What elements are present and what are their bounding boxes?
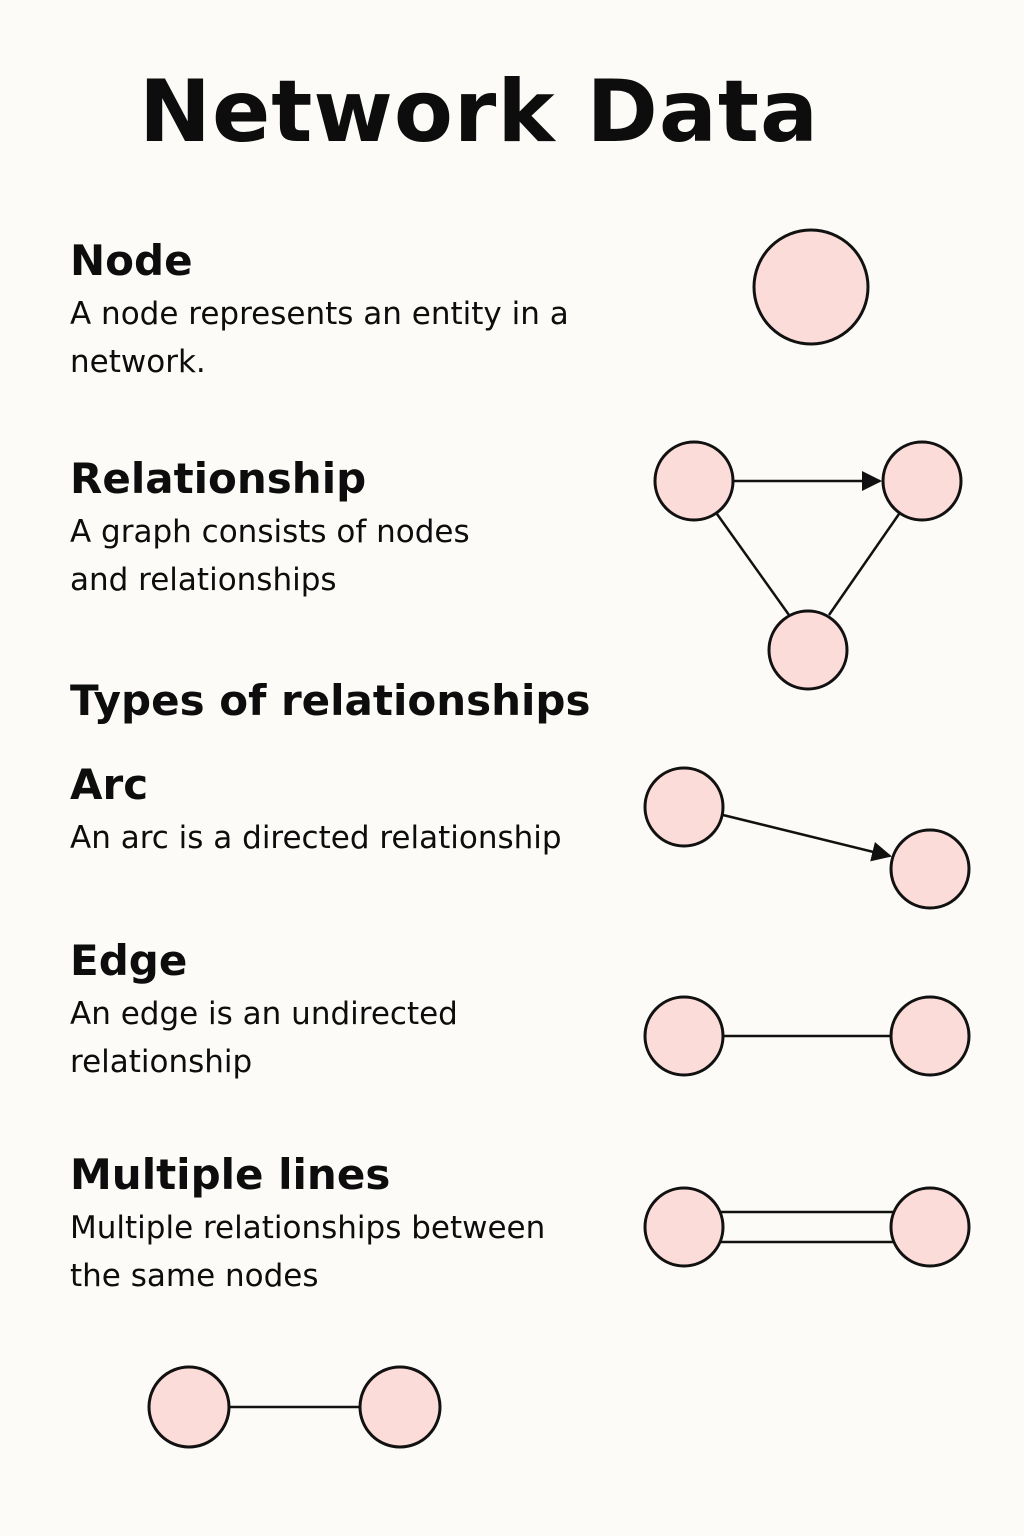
node-circle [889,1186,971,1268]
node-circle [752,228,870,346]
types-section: Types of relationships [70,676,630,726]
bottom-edge-diagram [147,1365,442,1449]
node-circle [653,440,735,522]
relationship-diagram [653,440,963,691]
edge-description: An edge is an undirected relationship [70,996,458,1080]
multiple-section: Multiple lines Multiple relationships be… [70,1150,630,1300]
arc-link [722,813,892,862]
page-title: Network Data [138,62,820,162]
edge-diagram [643,995,971,1077]
undirected-link [715,513,791,616]
single-node-diagram [752,228,870,346]
relationship-section: Relationship A graph consists of nodes a… [70,454,630,604]
node-circle [889,995,971,1077]
node-circle [147,1365,231,1449]
types-heading: Types of relationships [70,676,591,725]
node-circle [767,609,849,691]
node-circle [881,440,963,522]
node-description: A node represents an entity in a network… [70,296,569,380]
node-section: Node A node represents an entity in a ne… [70,236,630,386]
node-circle [643,1186,725,1268]
multiple-heading: Multiple lines [70,1150,391,1199]
arc-heading: Arc [70,760,149,809]
node-circle [643,766,725,848]
node-heading: Node [70,236,193,285]
node-circle [643,995,725,1077]
arc-description: An arc is a directed relationship [70,820,562,856]
multiple-description: Multiple relationships between the same … [70,1210,546,1294]
multiple-lines-diagram [643,1186,971,1268]
arc-diagram [643,766,971,910]
edge-section: Edge An edge is an undirected relationsh… [70,936,630,1086]
node-circle [889,828,971,910]
relationship-heading: Relationship [70,454,367,503]
arc-section: Arc An arc is a directed relationship [70,760,630,862]
undirected-link [827,513,901,616]
node-circle [358,1365,442,1449]
relationship-description: A graph consists of nodes and relationsh… [70,514,470,598]
edge-heading: Edge [70,936,188,985]
